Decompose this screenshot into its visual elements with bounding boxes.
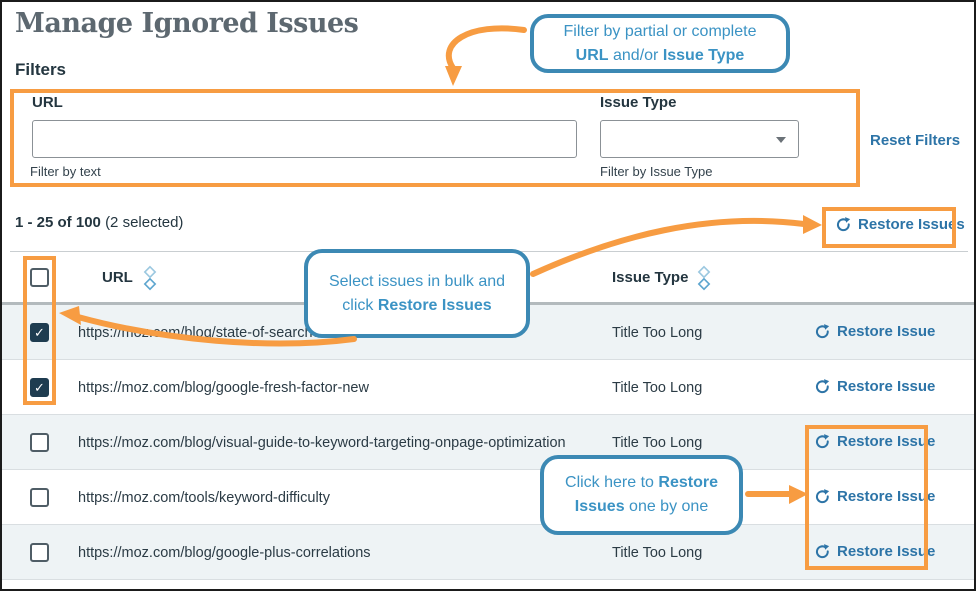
issue-type-cell: Title Too Long — [612, 325, 703, 341]
restore-issue-link[interactable]: Restore Issue — [814, 543, 935, 560]
selected-count: (2 selected) — [105, 214, 184, 231]
caret-down-icon — [776, 137, 786, 143]
count-range: 1 - 25 of 100 — [15, 214, 101, 231]
url-filter-label: URL — [32, 94, 63, 111]
issue-type-filter-label: Issue Type — [600, 94, 677, 111]
result-count: 1 - 25 of 100 (2 selected) — [15, 214, 183, 231]
page-title: Manage Ignored Issues — [15, 8, 359, 39]
restore-issue-label: Restore Issue — [837, 488, 936, 505]
issue-type-filter-select[interactable] — [600, 120, 799, 158]
restore-circular-arrow-icon — [815, 489, 830, 504]
restore-circular-arrow-icon — [836, 217, 851, 232]
callout-filter-mid: and/or — [608, 46, 663, 64]
table-row: https://moz.com/tools/keyword-difficulty… — [2, 470, 974, 525]
table-row: ✓ https://moz.com/blog/google-fresh-fact… — [2, 360, 974, 415]
restore-issue-link[interactable]: Restore Issue — [814, 488, 935, 505]
restore-issues-button[interactable]: Restore Issues — [835, 216, 965, 233]
callout-filter-bold-url: URL — [575, 46, 609, 64]
table-body: ✓ https://moz.com/blog/state-of-searcher… — [2, 305, 974, 580]
url-cell: https://moz.com/blog/google-plus-correla… — [78, 545, 371, 561]
reset-filters-link[interactable]: Reset Filters — [870, 132, 961, 149]
callout-bulk-bold: Restore Issues — [377, 296, 492, 314]
sort-icon-url[interactable] — [143, 265, 157, 291]
callout-filter-hint: Filter by partial or complete URL and/or… — [530, 14, 790, 73]
select-all-checkbox[interactable] — [30, 268, 49, 287]
restore-issue-label: Restore Issue — [837, 543, 936, 560]
restore-issue-label: Restore Issue — [837, 378, 936, 395]
restore-circular-arrow-icon — [815, 379, 830, 394]
callout-filter-bold-issue-type: Issue Type — [662, 46, 745, 64]
issue-type-cell: Title Too Long — [612, 380, 703, 396]
row-checkbox[interactable]: ✓ — [30, 378, 49, 397]
callout-bulk-text: Select issues in bulk and click — [328, 272, 506, 314]
column-header-url[interactable]: URL — [102, 269, 133, 286]
restore-issue-link[interactable]: Restore Issue — [814, 378, 935, 395]
issue-type-filter-help: Filter by Issue Type — [600, 164, 713, 179]
callout-single-post: one by one — [624, 498, 709, 515]
restore-circular-arrow-icon — [815, 324, 830, 339]
row-checkbox[interactable] — [30, 543, 49, 562]
restore-issue-label: Restore Issue — [837, 323, 936, 340]
url-filter-help: Filter by text — [30, 164, 101, 179]
table-row: https://moz.com/blog/google-plus-correla… — [2, 525, 974, 580]
column-header-issue-type[interactable]: Issue Type — [612, 269, 689, 286]
restore-circular-arrow-icon — [815, 544, 830, 559]
callout-single-restore-hint: Click here to Restore Issues one by one — [540, 455, 743, 535]
issue-type-cell: Title Too Long — [612, 545, 703, 561]
sort-icon-issue-type[interactable] — [697, 265, 711, 291]
restore-issue-link[interactable]: Restore Issue — [814, 433, 935, 450]
restore-issues-label: Restore Issues — [858, 216, 965, 233]
url-cell: https://moz.com/blog/visual-guide-to-key… — [78, 435, 566, 451]
filters-heading: Filters — [15, 60, 67, 79]
row-checkbox[interactable]: ✓ — [30, 323, 49, 342]
arrow-to-filter-box — [445, 25, 527, 71]
callout-filter-text: Filter by partial or complete — [563, 22, 757, 40]
restore-issue-label: Restore Issue — [837, 433, 936, 450]
url-cell: https://moz.com/blog/google-fresh-factor… — [78, 380, 369, 396]
callout-bulk-restore-hint: Select issues in bulk and click Restore … — [304, 249, 530, 338]
table-row: https://moz.com/blog/visual-guide-to-key… — [2, 415, 974, 470]
row-checkbox[interactable] — [30, 488, 49, 507]
url-filter-input[interactable] — [32, 120, 577, 158]
callout-single-bold: Restore Issues — [574, 474, 718, 515]
restore-issue-link[interactable]: Restore Issue — [814, 323, 935, 340]
url-cell: https://moz.com/tools/keyword-difficulty — [78, 490, 330, 506]
restore-circular-arrow-icon — [815, 434, 830, 449]
callout-single-text: Click here to — [565, 474, 659, 491]
row-checkbox[interactable] — [30, 433, 49, 452]
issue-type-cell: Title Too Long — [612, 435, 703, 451]
